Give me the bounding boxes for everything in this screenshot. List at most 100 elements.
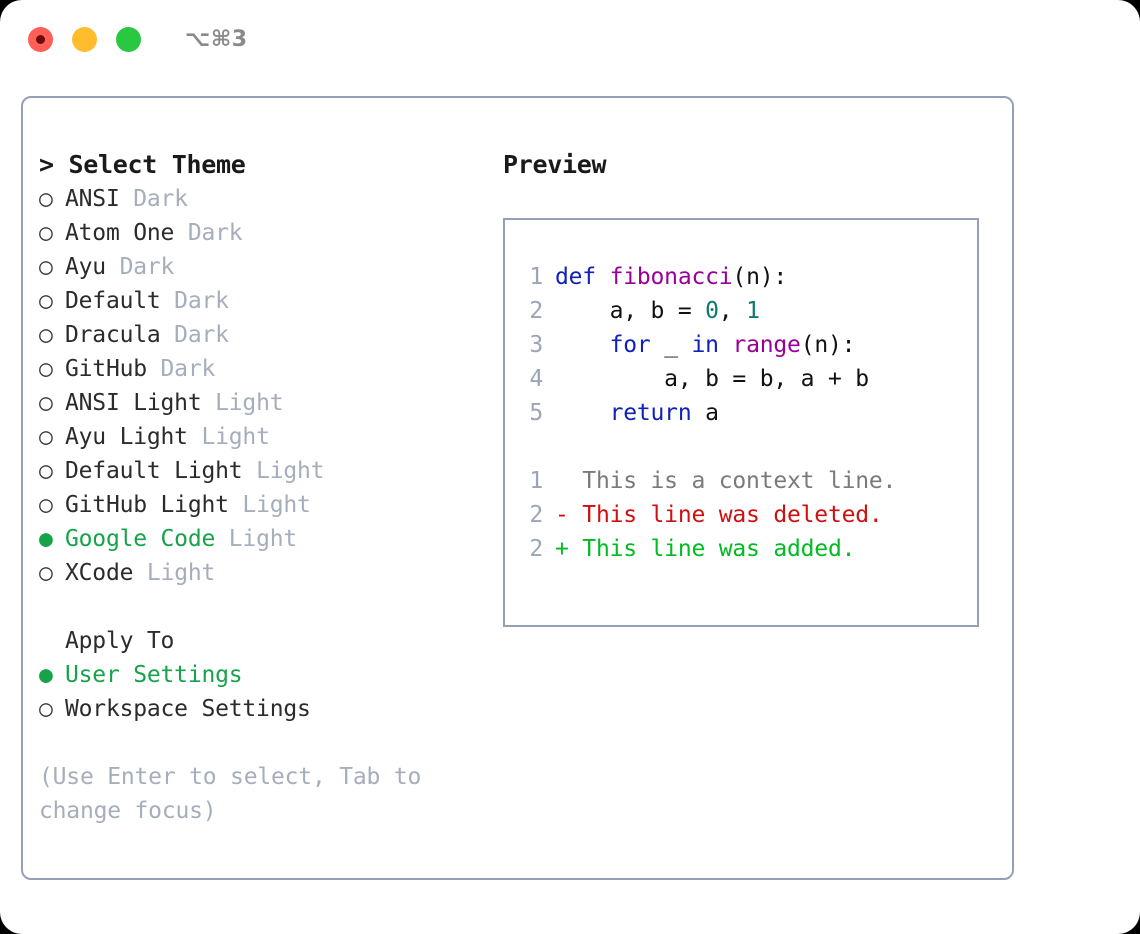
title-bar: ⌥⌘3 xyxy=(0,0,1140,78)
apply-to-option-workspace-settings[interactable]: ○ Workspace Settings xyxy=(39,692,493,726)
radio-unselected-icon: ○ xyxy=(39,356,53,382)
code-token-fn: range xyxy=(732,332,801,358)
diff-line-del: 2 - This line was deleted. xyxy=(521,498,977,532)
radio-unselected-icon: ○ xyxy=(39,322,53,348)
line-number: 5 xyxy=(529,400,543,426)
select-theme-heading: > Select Theme xyxy=(39,150,246,179)
code-token-plain xyxy=(555,332,610,358)
diff-line-add: 2 + This line was added. xyxy=(521,532,977,566)
line-number: 1 xyxy=(529,468,543,494)
radio-unselected-icon: ○ xyxy=(39,560,53,586)
theme-option-github-light[interactable]: ○GitHub Light Light xyxy=(39,488,493,522)
minimize-button-icon[interactable] xyxy=(72,26,97,52)
theme-name: Atom One xyxy=(65,220,175,246)
apply-to-label: Workspace Settings xyxy=(65,696,311,722)
apply-to-list[interactable]: ● User Settings ○ Workspace Settings xyxy=(39,658,493,726)
apply-to-label: User Settings xyxy=(65,662,243,688)
theme-name: Google Code xyxy=(65,526,216,552)
code-token-plain: a, b = xyxy=(555,298,706,324)
radio-unselected-icon: ○ xyxy=(39,424,53,450)
diff-text: - This line was deleted. xyxy=(555,502,883,528)
main-panel: > Select Theme ○ANSI Dark○Atom One Dark○… xyxy=(21,96,1014,880)
theme-variant: Dark xyxy=(105,254,175,280)
theme-option-default-light[interactable]: ○Default Light Light xyxy=(39,454,493,488)
theme-name: Dracula xyxy=(65,322,161,348)
theme-name: Default xyxy=(65,288,161,314)
theme-option-ansi[interactable]: ○ ANSI Dark xyxy=(39,182,493,216)
radio-unselected-icon: ○ xyxy=(39,220,53,246)
theme-name: Ayu Light xyxy=(65,424,188,450)
theme-option-ayu-light[interactable]: ○ Ayu Light Light xyxy=(39,420,493,454)
apply-to-option-user-settings[interactable]: ● User Settings xyxy=(39,658,493,692)
code-token-plain: _ xyxy=(650,332,692,358)
theme-option-dracula[interactable]: ○ Dracula Dark xyxy=(39,318,493,352)
diff-sample: 1 This is a context line. 2 - This line wa… xyxy=(521,464,977,566)
radio-selected-icon: ● xyxy=(39,526,53,552)
keyboard-hint: (Use Enter to select, Tab to change focu… xyxy=(39,764,422,824)
theme-option-default[interactable]: ○ Default Dark xyxy=(39,284,493,318)
radio-selected-icon: ● xyxy=(39,662,53,688)
radio-unselected-icon: ○ xyxy=(39,458,53,484)
theme-name: Ayu xyxy=(65,254,106,280)
theme-variant: Dark xyxy=(160,288,229,314)
code-token-kw: in xyxy=(691,332,719,358)
radio-unselected-icon: ○ xyxy=(39,254,53,280)
code-token-fn: fibonacci xyxy=(609,264,733,290)
theme-variant: Dark xyxy=(146,356,216,382)
theme-variant: Dark xyxy=(160,322,229,348)
diff-line-ctx: 1 This is a context line. xyxy=(521,464,977,498)
code-token-plain: a xyxy=(691,400,719,426)
apply-to-heading: Apply To xyxy=(65,628,175,654)
line-number: 2 xyxy=(529,536,543,562)
code-token-plain: , xyxy=(718,298,747,324)
theme-option-ansi-light[interactable]: ○ANSI Light Light xyxy=(39,386,493,420)
theme-list[interactable]: ○ ANSI Dark ○ Atom One Dark ○ Ayu Dark ○ Defaul… xyxy=(39,182,493,590)
theme-name: ANSI Light xyxy=(65,390,202,416)
code-token-kw: for xyxy=(609,332,651,358)
diff-text: This is a context line. xyxy=(555,468,897,494)
code-token-plain: (n): xyxy=(732,264,788,290)
line-number: 2 xyxy=(529,502,543,528)
code-token-plain: a, b = b, a + b xyxy=(555,366,869,392)
theme-option-google-code[interactable]: ● Google Code Light xyxy=(39,522,493,556)
line-number: 4 xyxy=(529,366,543,392)
theme-name: XCode xyxy=(65,560,134,586)
diff-text: + This line was added. xyxy=(555,536,856,562)
keyboard-shortcut-label: ⌥⌘3 xyxy=(185,26,248,52)
code-token-kw: return xyxy=(609,400,692,426)
theme-variant: Light xyxy=(133,560,216,586)
theme-variant: Dark xyxy=(119,186,188,212)
theme-name: GitHub xyxy=(65,356,147,382)
code-line: 4 a, b = b, a + b xyxy=(521,362,977,396)
code-line: 5 return a xyxy=(521,396,977,430)
radio-unselected-icon: ○ xyxy=(39,186,53,212)
theme-name: Default Light xyxy=(65,458,243,484)
code-token-plain: (n): xyxy=(800,332,856,358)
theme-name: GitHub Light xyxy=(65,492,229,518)
code-line: 3 for _ in range(n): xyxy=(521,328,977,362)
close-button-icon[interactable] xyxy=(28,26,53,52)
theme-option-ayu[interactable]: ○ Ayu Dark xyxy=(39,250,493,284)
theme-variant: Light xyxy=(215,526,298,552)
radio-unselected-icon: ○ xyxy=(39,288,53,314)
zoom-button-icon[interactable] xyxy=(116,26,141,52)
theme-variant: Light xyxy=(187,424,270,450)
theme-option-github[interactable]: ○ GitHub Dark xyxy=(39,352,493,386)
line-number: 2 xyxy=(529,298,543,324)
preview-heading: Preview xyxy=(503,150,607,179)
theme-option-atom-one[interactable]: ○ Atom One Dark xyxy=(39,216,493,250)
theme-option-xcode[interactable]: ○ XCode Light xyxy=(39,556,493,590)
window-controls xyxy=(28,26,141,52)
radio-unselected-icon: ○ xyxy=(39,696,53,722)
line-number: 3 xyxy=(529,332,543,358)
line-number: 1 xyxy=(529,264,543,290)
code-token-plain xyxy=(719,332,733,358)
theme-picker-column: > Select Theme ○ANSI Dark○Atom One Dark○… xyxy=(23,98,493,878)
theme-variant: Dark xyxy=(174,220,243,246)
theme-name: ANSI xyxy=(65,186,120,212)
theme-variant: Light xyxy=(228,492,311,518)
